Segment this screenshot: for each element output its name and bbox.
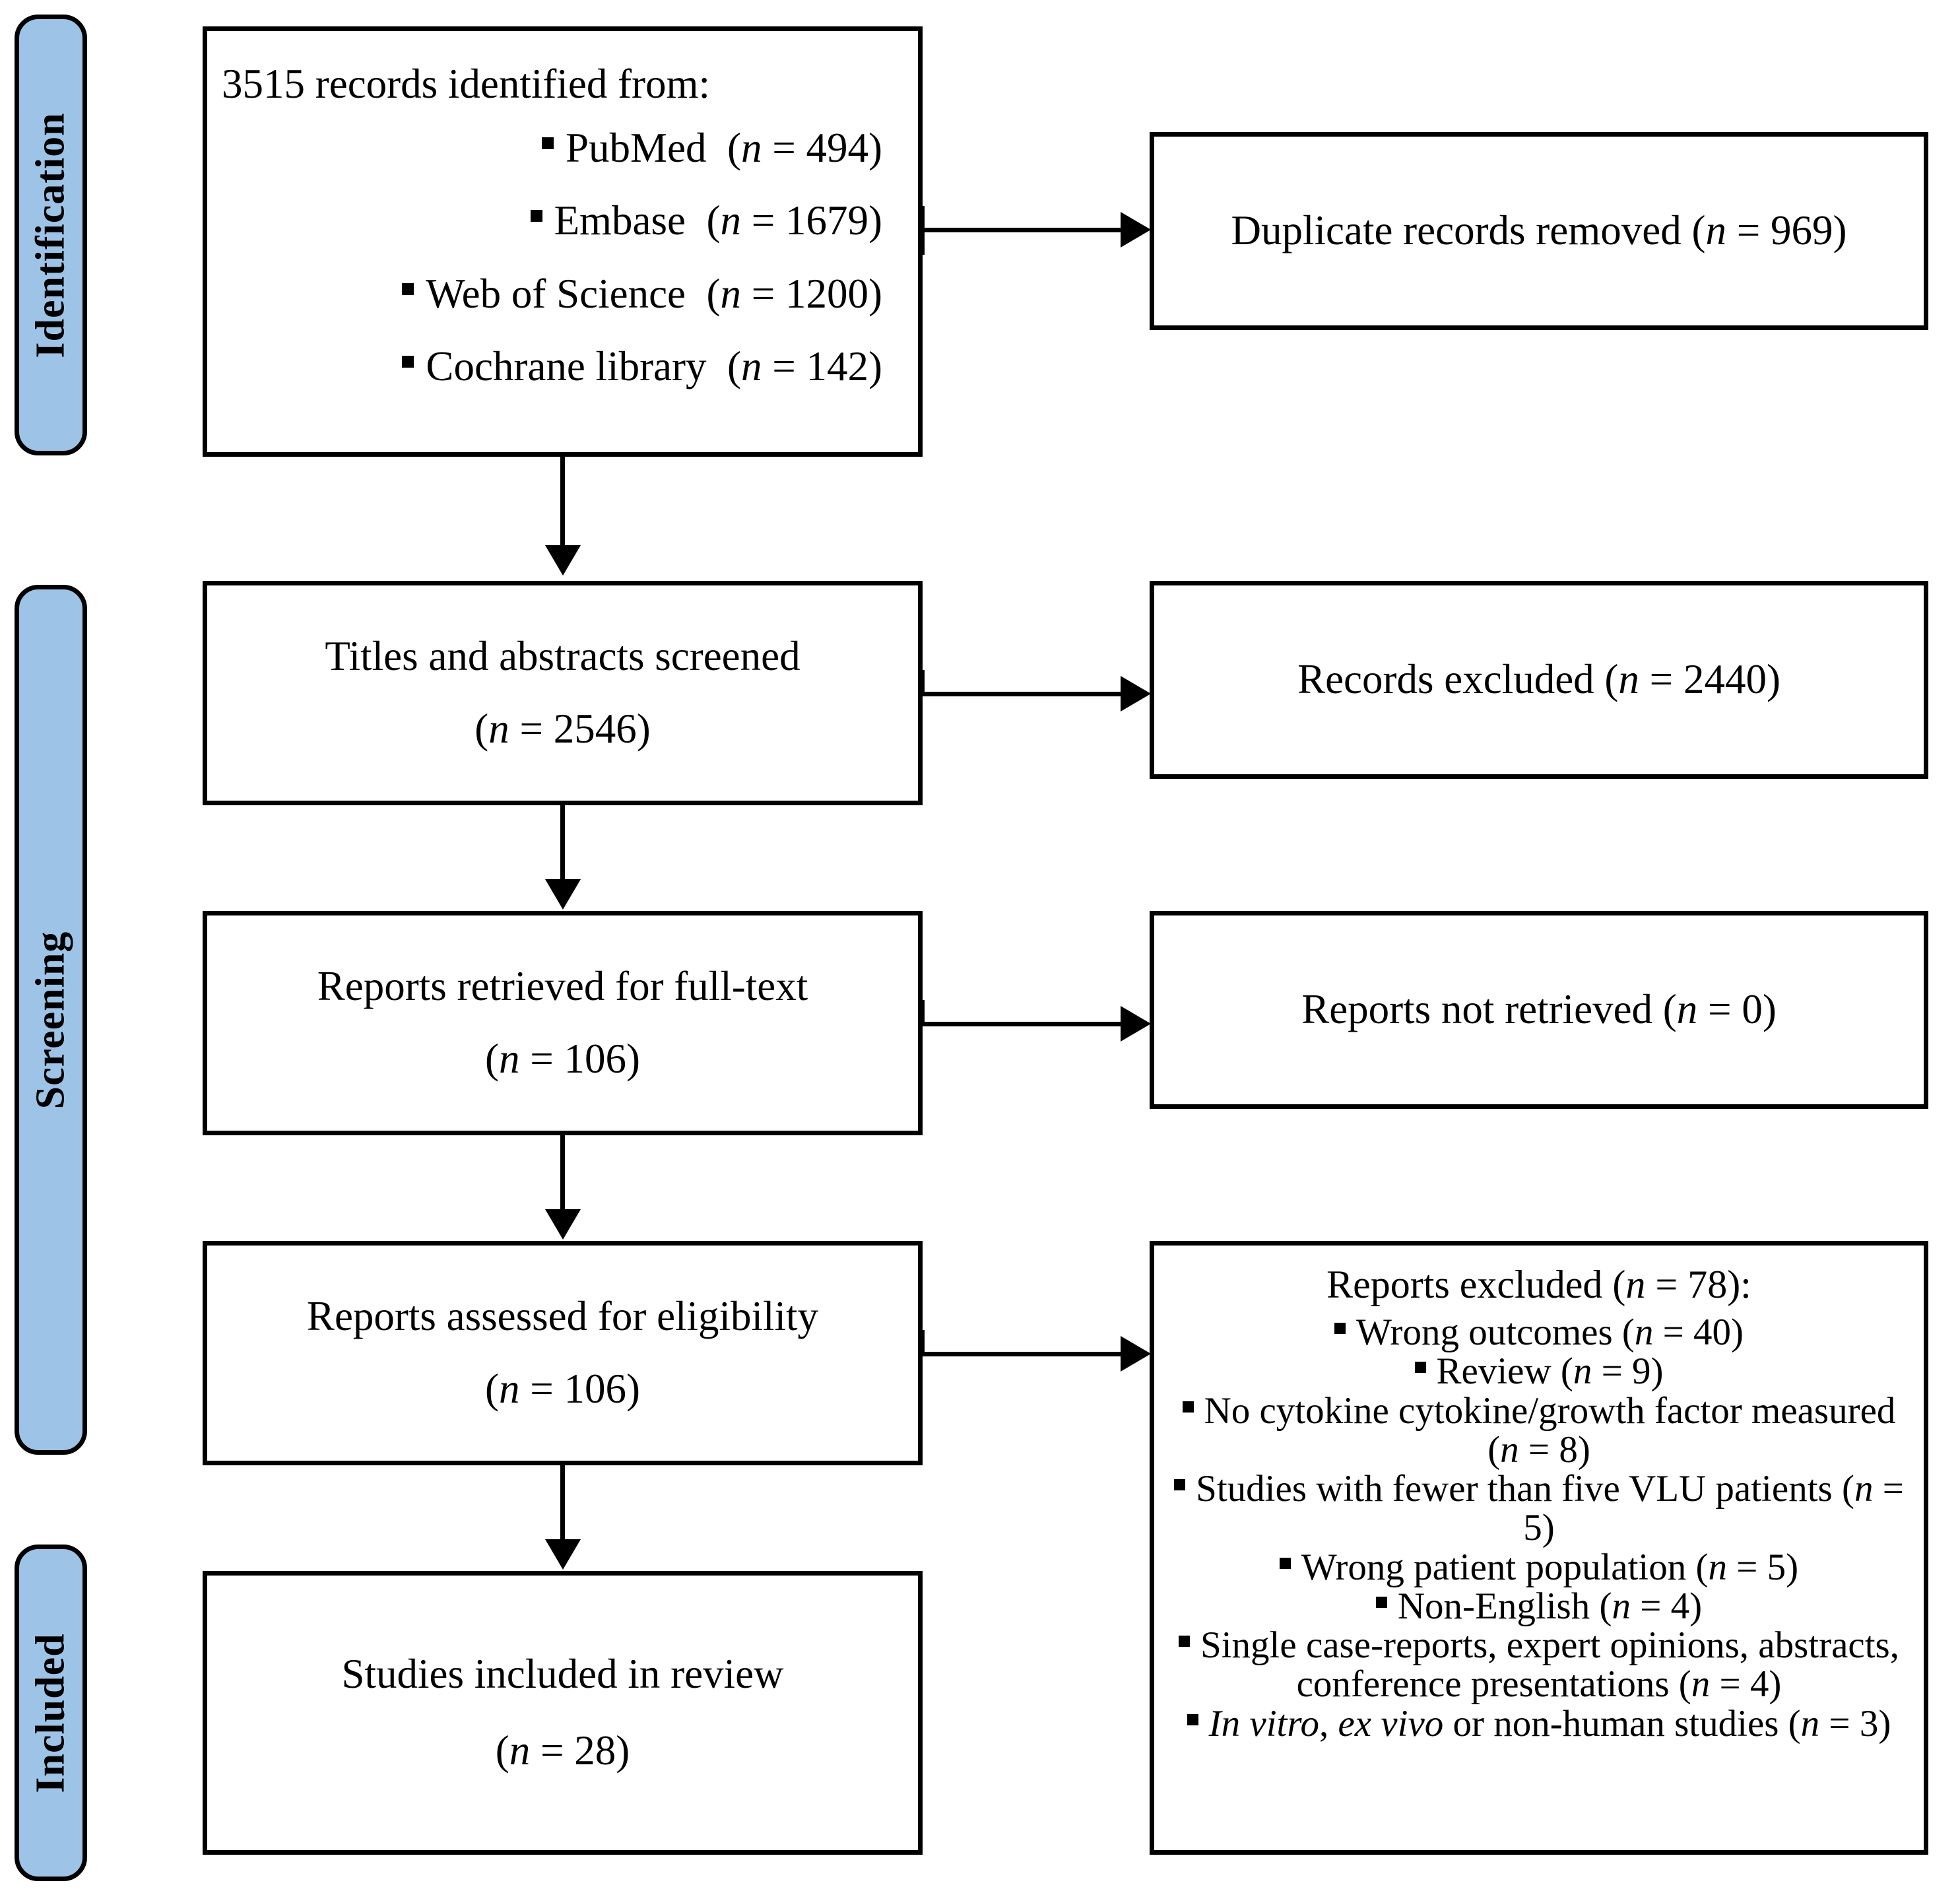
studies-included-line1: Studies included in review: [341, 1651, 784, 1698]
list-item: Studies with fewer than five VLU patient…: [1169, 1469, 1909, 1548]
box-studies-included-in-review: Studies included in review (n = 28): [203, 1571, 923, 1855]
bullet-square-icon: [1279, 1557, 1291, 1569]
connector-horizontal-row4: [920, 1352, 1122, 1356]
source-embase: Embase: [554, 197, 686, 244]
list-item: PubMed (n = 494): [222, 112, 903, 184]
stage-pill-identification: Identification: [15, 15, 87, 455]
connector-horizontal-row3: [920, 1022, 1122, 1026]
list-item: Wrong patient population (n = 5): [1169, 1547, 1909, 1587]
source-pubmed: PubMed: [565, 124, 707, 171]
connector-vertical-row4-to-row5: [560, 1465, 565, 1545]
arrowhead-right-row1: [1121, 212, 1151, 248]
reports-assessed-count: (n = 106): [485, 1366, 640, 1412]
studies-included-n: 28: [574, 1727, 616, 1774]
arrowhead-right-row2: [1121, 676, 1151, 712]
connector-vertical-row1-to-row2: [560, 457, 565, 549]
source-pubmed-n: 494: [806, 124, 869, 171]
bullet-square-icon: [402, 283, 414, 295]
bullet-square-icon: [402, 356, 414, 368]
bullet-square-icon: [1187, 1713, 1198, 1725]
reports-not-retrieved-n: 0: [1742, 986, 1763, 1033]
bullet-square-icon: [1414, 1362, 1426, 1374]
stage-pill-screening: Screening: [15, 585, 87, 1455]
connector-vertical-stub-row3: [920, 1000, 925, 1026]
records-identified-title: 3515 records identified from:: [222, 61, 711, 107]
titles-screened-count: (n = 2546): [474, 706, 651, 752]
connector-vertical-stub-row4: [920, 1330, 925, 1356]
box-reports-assessed-eligibility: Reports assessed for eligibility (n = 10…: [203, 1241, 923, 1465]
bullet-square-icon: [1174, 1479, 1186, 1491]
list-item: Cochrane library (n = 142): [222, 330, 903, 403]
duplicate-records-removed-n: 969: [1770, 207, 1833, 254]
records-excluded-text: Records excluded (n = 2440): [1297, 656, 1780, 703]
source-cochrane-n: 142: [806, 343, 869, 390]
list-item: Web of Science (n = 1200): [222, 257, 903, 330]
stage-label-identification: Identification: [28, 112, 73, 358]
source-embase-n: 1679: [785, 197, 869, 244]
reports-retrieved-n: 106: [564, 1036, 627, 1082]
reports-excluded-heading: Reports excluded (n = 78):: [1326, 1263, 1751, 1306]
arrowhead-down-row2-to-row3: [545, 879, 581, 910]
arrowhead-right-row4: [1121, 1336, 1151, 1372]
reports-assessed-line1: Reports assessed for eligibility: [306, 1293, 819, 1340]
stage-label-included: Included: [28, 1632, 73, 1793]
list-item: In vitro, ex vivo or non-human studies (…: [1169, 1704, 1909, 1743]
connector-horizontal-row1: [920, 228, 1122, 232]
box-reports-retrieved: Reports retrieved for full-text (n = 106…: [203, 911, 923, 1135]
list-item: Non-English (n = 4): [1169, 1587, 1909, 1626]
reports-retrieved-count: (n = 106): [485, 1036, 640, 1082]
bullet-square-icon: [1179, 1636, 1191, 1647]
bullet-square-icon: [1334, 1323, 1346, 1335]
reports-excluded-reason-list: Wrong outcomes (n = 40) Review (n = 9) N…: [1169, 1313, 1909, 1743]
box-records-identified: 3515 records identified from: PubMed (n …: [203, 26, 923, 457]
stage-pill-included: Included: [15, 1545, 87, 1881]
list-item: Single case-reports, expert opinions, ab…: [1169, 1626, 1909, 1704]
connector-vertical-row3-to-row4: [560, 1135, 565, 1214]
titles-screened-n: 2546: [553, 706, 637, 752]
box-duplicate-records-removed: Duplicate records removed (n = 969): [1150, 132, 1928, 330]
reports-excluded-n: 78: [1687, 1263, 1728, 1306]
bullet-square-icon: [1182, 1401, 1194, 1413]
reports-not-retrieved-text: Reports not retrieved (n = 0): [1301, 986, 1777, 1033]
connector-vertical-row2-to-row3: [560, 805, 565, 884]
box-reports-not-retrieved: Reports not retrieved (n = 0): [1150, 911, 1928, 1109]
duplicate-records-removed-text: Duplicate records removed (n = 969): [1231, 207, 1847, 254]
box-titles-abstracts-screened: Titles and abstracts screened (n = 2546): [203, 581, 923, 805]
source-web-of-science-n: 1200: [785, 270, 869, 317]
connector-horizontal-row2: [920, 692, 1122, 696]
source-cochrane: Cochrane library: [426, 343, 707, 390]
connector-vertical-stub-row2: [920, 670, 925, 696]
studies-included-count: (n = 28): [495, 1727, 630, 1774]
titles-screened-line1: Titles and abstracts screened: [325, 633, 800, 680]
reports-retrieved-line1: Reports retrieved for full-text: [317, 963, 808, 1010]
bullet-square-icon: [530, 210, 542, 222]
box-records-excluded: Records excluded (n = 2440): [1150, 581, 1928, 779]
bullet-square-icon: [1375, 1596, 1387, 1608]
stage-label-screening: Screening: [28, 931, 73, 1109]
arrowhead-down-row4-to-row5: [545, 1539, 581, 1570]
list-item: Review (n = 9): [1169, 1352, 1909, 1391]
list-item: Wrong outcomes (n = 40): [1169, 1313, 1909, 1352]
records-identified-source-list: PubMed (n = 494) Embase (n = 1679) Web o…: [222, 112, 903, 403]
arrowhead-down-row1-to-row2: [545, 545, 581, 576]
box-reports-excluded: Reports excluded (n = 78): Wrong outcome…: [1150, 1241, 1928, 1855]
source-web-of-science: Web of Science: [426, 270, 686, 317]
reports-assessed-n: 106: [564, 1366, 627, 1412]
list-item: Embase (n = 1679): [222, 184, 903, 257]
records-excluded-n: 2440: [1683, 656, 1767, 703]
arrowhead-right-row3: [1121, 1006, 1151, 1042]
bullet-square-icon: [541, 137, 554, 149]
arrowhead-down-row3-to-row4: [545, 1209, 581, 1240]
list-item: No cytokine cytokine/growth factor measu…: [1169, 1391, 1909, 1470]
